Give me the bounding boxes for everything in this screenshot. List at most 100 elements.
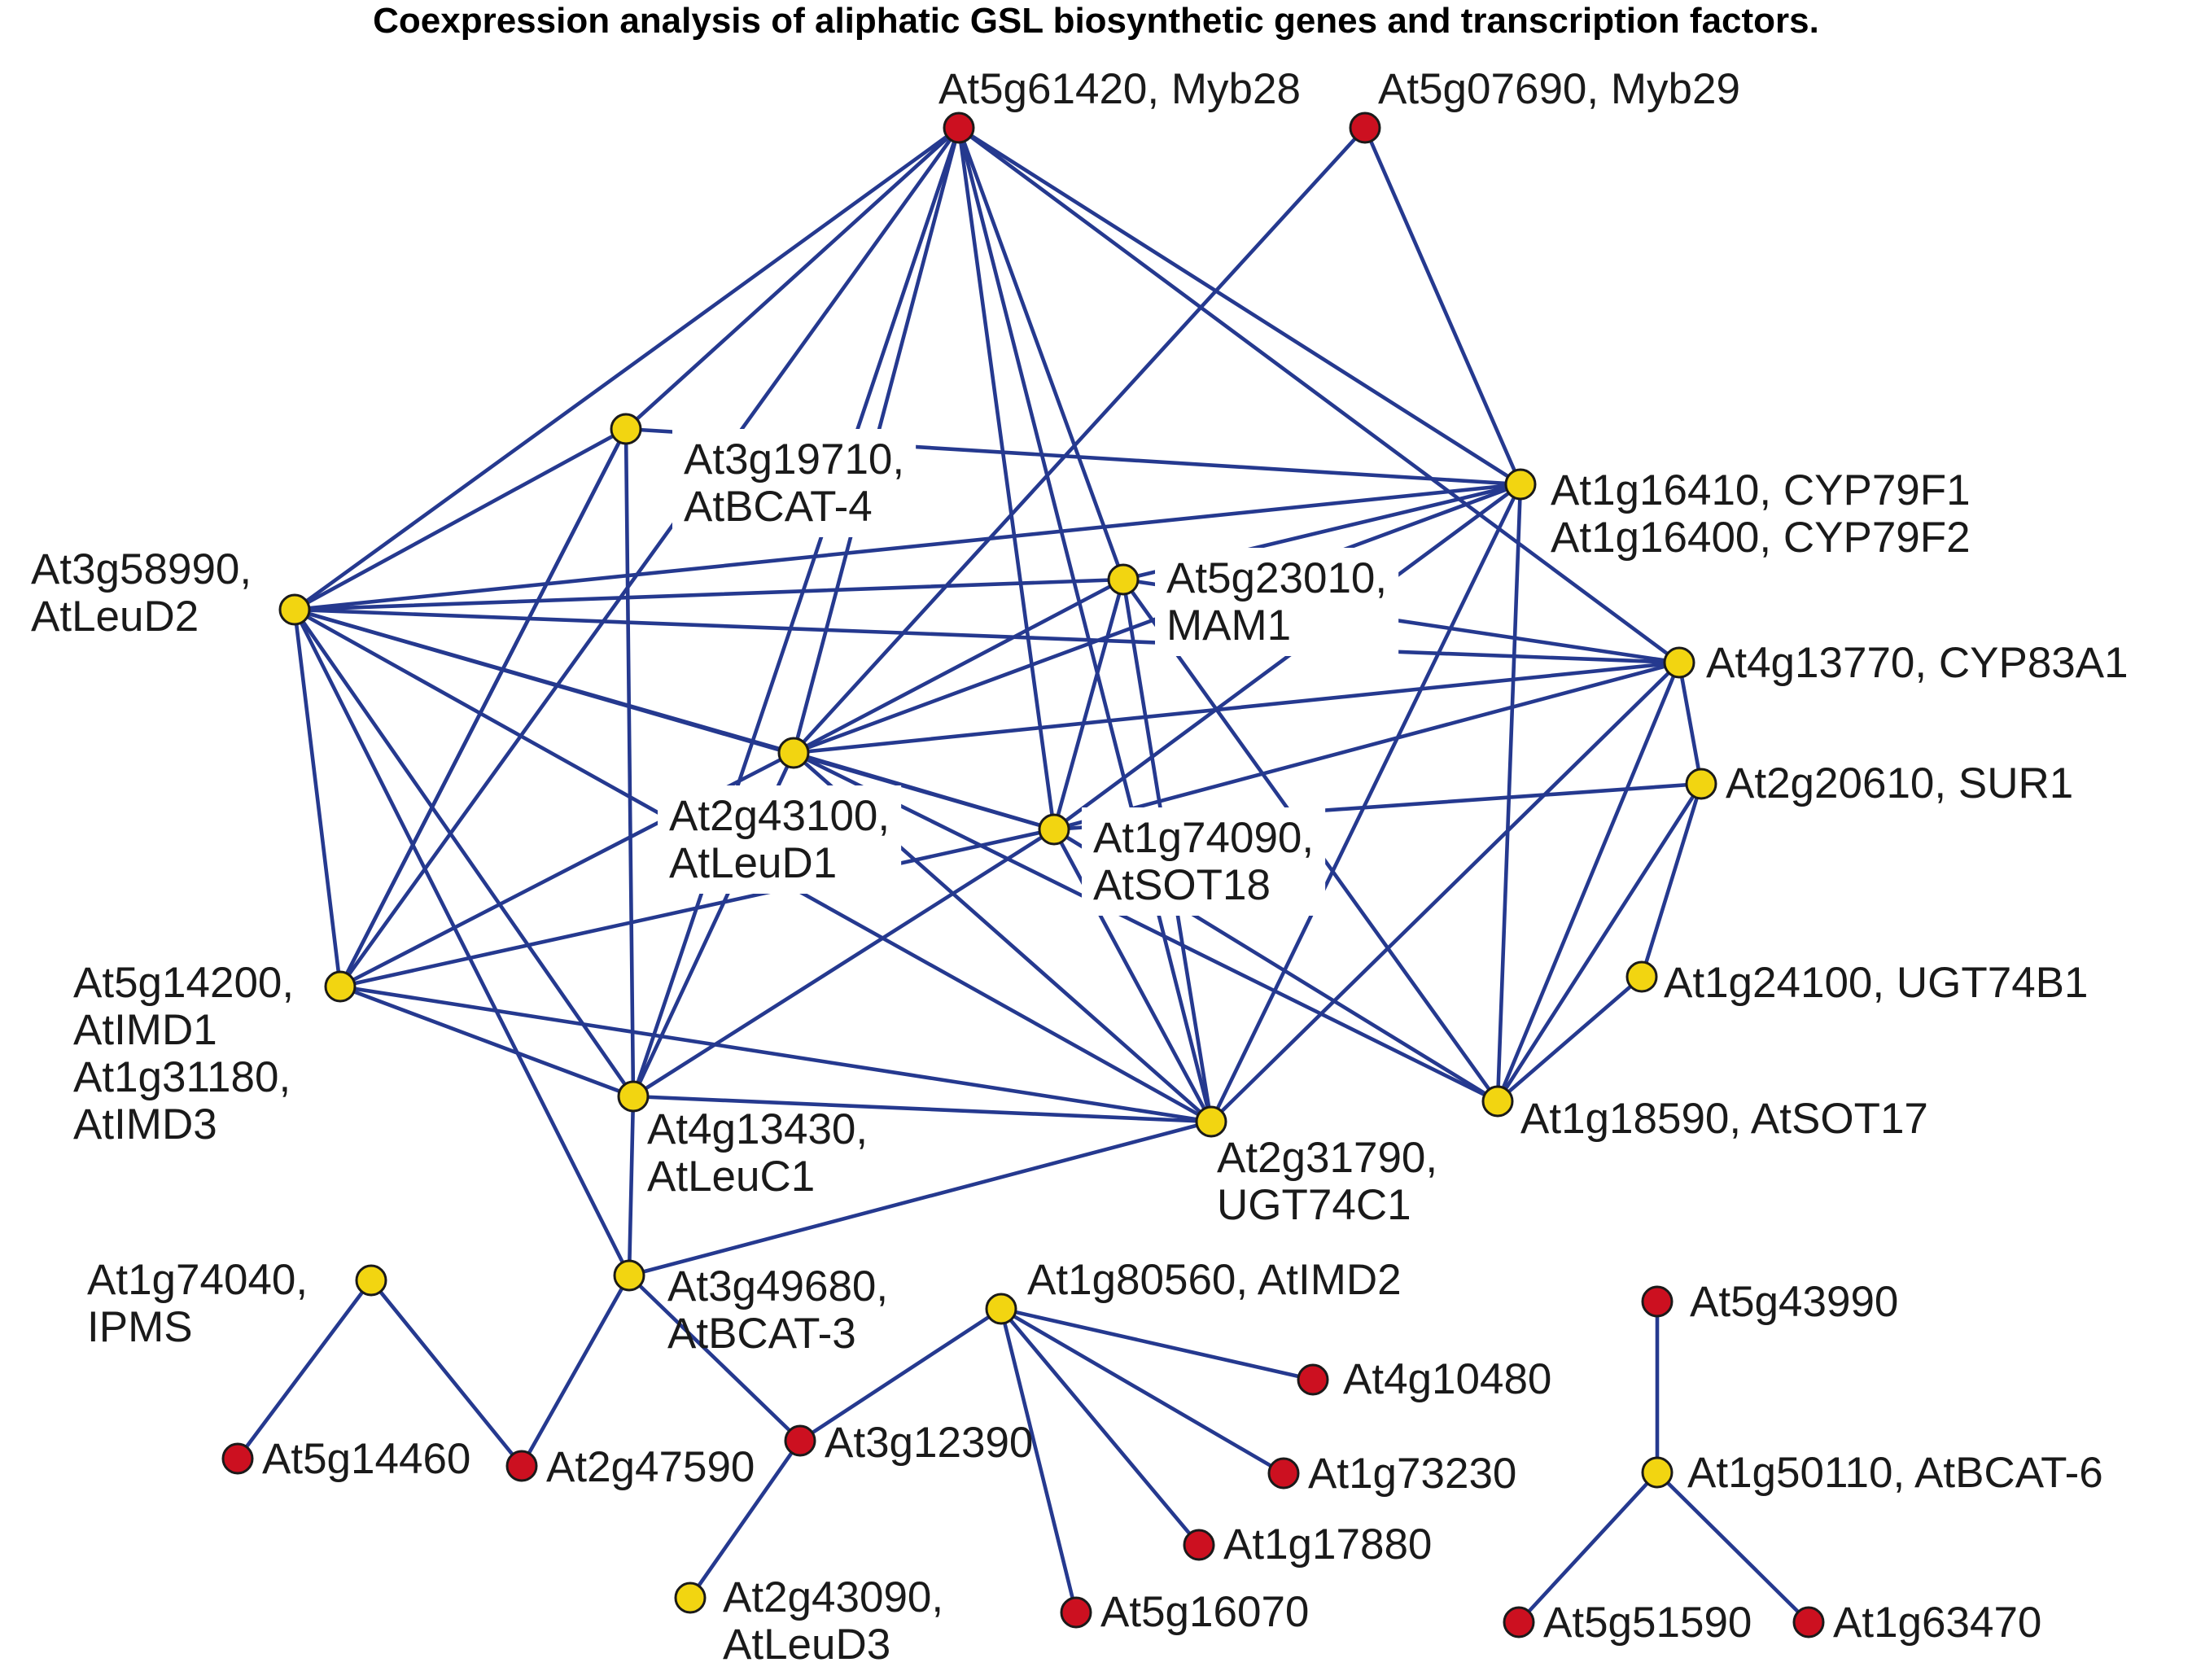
node-label-cyp83a1: At4g13770, CYP83A1 <box>1706 639 2129 687</box>
node-label-line: AtLeuC1 <box>647 1153 815 1201</box>
node-label-at1g63470: At1g63470 <box>1833 1599 2041 1647</box>
node-imd2 <box>985 1293 1017 1325</box>
edge-ugt74b1-sot17 <box>1495 974 1644 1104</box>
edge-imd2-at1g73230 <box>999 1306 1286 1476</box>
node-label-line: At2g47590 <box>546 1443 755 1491</box>
node-ugt74b1 <box>1625 960 1658 993</box>
edge-bcat4-leuc1 <box>623 427 636 1099</box>
node-label-line: AtBCAT-4 <box>684 483 873 531</box>
node-label-myb29: At5g07690, Myb29 <box>1378 65 1740 113</box>
edge-myb28-leuc1 <box>631 125 961 1099</box>
node-label-mam1: At5g23010,MAM1 <box>1166 554 1387 650</box>
edges-layer <box>235 125 1811 1625</box>
node-label-line: At3g49680, <box>667 1262 888 1310</box>
node-label-line: AtSOT18 <box>1093 861 1271 909</box>
node-label-ipms: At1g74040,IPMS <box>87 1256 308 1351</box>
node-sur1 <box>1685 768 1717 800</box>
node-label-line: At1g24100, UGT74B1 <box>1664 959 2089 1007</box>
node-label-line: At5g43990 <box>1690 1278 1898 1326</box>
edge-myb28-cyp79f <box>956 125 1523 487</box>
edge-cyp83a1-leud1 <box>791 660 1682 755</box>
node-label-line: MAM1 <box>1166 602 1291 650</box>
node-label-at1g73230: At1g73230 <box>1308 1450 1516 1498</box>
node-label-sot17: At1g18590, AtSOT17 <box>1520 1095 1928 1143</box>
edge-cyp83a1-sur1 <box>1677 660 1704 786</box>
node-label-bcat3: At3g49680,AtBCAT-3 <box>667 1262 888 1358</box>
figure-title: Coexpression analysis of aliphatic GSL b… <box>373 1 1819 41</box>
edge-imd2-at3g12390 <box>798 1306 1004 1443</box>
edge-cyp79f-ugt74c1 <box>1209 482 1523 1124</box>
node-at1g63470 <box>1792 1606 1825 1638</box>
node-label-at1g17880: At1g17880 <box>1223 1520 1432 1568</box>
node-label-bcat4: At3g19710,AtBCAT-4 <box>684 435 904 531</box>
node-label-line: At3g58990, <box>31 545 252 593</box>
node-leud1 <box>777 737 810 769</box>
edge-sur1-ugt74b1 <box>1639 781 1704 979</box>
node-label-line: At1g31180, <box>73 1053 291 1101</box>
label-backdrop <box>1155 548 1399 656</box>
node-label-at5g14460: At5g14460 <box>262 1435 470 1483</box>
edge-ugt74c1-bcat3 <box>627 1119 1214 1278</box>
edge-imd2-at1g17880 <box>999 1306 1201 1547</box>
node-bcat6 <box>1641 1456 1674 1489</box>
edge-cyp79f-leud2 <box>292 482 1523 612</box>
node-label-line: At3g19710, <box>684 435 904 483</box>
edge-leud2-cyp83a1 <box>292 607 1682 665</box>
edge-cyp79f-sot18 <box>1052 482 1523 832</box>
node-label-line: At2g43090, <box>723 1573 943 1621</box>
node-sot17 <box>1481 1085 1514 1118</box>
node-cyp79f <box>1504 468 1537 501</box>
label-backdrop <box>1082 807 1326 916</box>
label-backdrop <box>672 429 917 537</box>
edge-bcat4-leud2 <box>292 427 628 612</box>
node-imd1 <box>324 970 357 1003</box>
node-label-line: At5g23010, <box>1166 554 1387 602</box>
node-label-line: At1g18590, AtSOT17 <box>1520 1095 1928 1143</box>
node-at4g10480 <box>1297 1363 1329 1396</box>
node-label-line: At3g12390 <box>825 1419 1033 1467</box>
node-label-line: AtIMD3 <box>73 1100 217 1148</box>
edge-myb28-leud2 <box>292 125 961 612</box>
edge-imd1-ugt74c1 <box>338 984 1214 1124</box>
node-label-line: At5g61420, Myb28 <box>938 65 1301 113</box>
node-label-line: At1g74040, <box>87 1256 308 1304</box>
node-label-line: At5g07690, Myb29 <box>1378 65 1740 113</box>
node-label-imd2: At1g80560, AtIMD2 <box>1027 1256 1402 1304</box>
node-label-at2g47590: At2g47590 <box>546 1443 755 1491</box>
node-label-line: AtLeuD2 <box>31 593 199 641</box>
edge-sot18-ugt74c1 <box>1052 827 1214 1124</box>
node-label-line: At1g73230 <box>1308 1450 1516 1498</box>
node-label-line: At2g31790, <box>1217 1134 1437 1182</box>
node-label-line: At2g20610, SUR1 <box>1726 759 2073 807</box>
node-label-at5g43990: At5g43990 <box>1690 1278 1898 1326</box>
node-at5g51590 <box>1503 1606 1535 1638</box>
edge-leud2-bcat3 <box>292 607 632 1278</box>
node-myb28 <box>943 112 975 144</box>
edge-sot18-imd1 <box>338 827 1057 989</box>
node-ipms <box>355 1264 387 1297</box>
node-label-myb28: At5g61420, Myb28 <box>938 65 1301 113</box>
node-label-line: At5g51590 <box>1543 1599 1752 1647</box>
node-at5g43990 <box>1641 1285 1674 1318</box>
edge-ipms-at2g47590 <box>369 1278 524 1468</box>
node-label-line: At5g16070 <box>1100 1588 1309 1636</box>
node-label-line: IPMS <box>87 1303 193 1351</box>
node-label-line: At5g14460 <box>262 1435 470 1483</box>
labels-layer: At5g61420, Myb28 At5g07690, Myb29At3g1971… <box>31 65 2129 1669</box>
node-label-line: At5g14200, <box>73 959 294 1007</box>
node-label-at4g10480: At4g10480 <box>1343 1355 1551 1403</box>
node-label-line: At4g13430, <box>647 1105 868 1153</box>
edge-myb28-mam1 <box>956 125 1126 582</box>
node-leud2 <box>278 593 311 626</box>
edge-cyp83a1-sot17 <box>1495 660 1682 1104</box>
edge-imd2-at5g16070 <box>999 1306 1078 1615</box>
node-label-line: At1g80560, AtIMD2 <box>1027 1256 1402 1304</box>
edge-imd2-at4g10480 <box>999 1306 1315 1382</box>
edge-myb29-leud1 <box>791 125 1367 755</box>
node-leuc1 <box>617 1080 650 1113</box>
node-ugt74c1 <box>1195 1105 1227 1138</box>
edge-leud1-sot17 <box>791 750 1500 1104</box>
edge-ipms-at5g14460 <box>235 1278 374 1461</box>
